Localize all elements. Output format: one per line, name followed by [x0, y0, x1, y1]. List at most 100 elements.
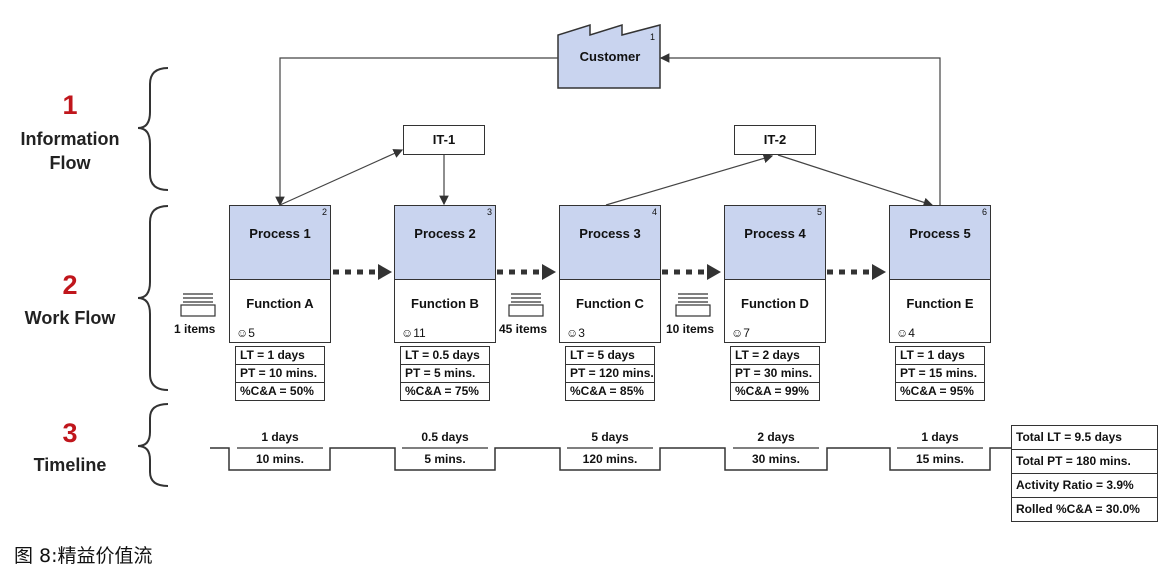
section-number-3: 3 [62, 418, 78, 448]
section-label-work-flow: Work Flow [24, 308, 116, 328]
section-label-information-flow: Information Flow [5, 127, 135, 175]
process-metrics-3: LT = 5 days PT = 120 mins. %C&A = 85% [565, 346, 655, 401]
rolled-complete-accurate: Rolled %C&A = 30.0% [1016, 502, 1140, 516]
process1-to-it1-line [279, 149, 404, 206]
process-title: Process 5 [909, 226, 971, 241]
process-function: Function E [906, 296, 974, 311]
section-label-line: Information [20, 129, 120, 149]
process-box-3: Process 3 4 Function C ☺3 [559, 205, 661, 343]
operator-icon: ☺ [236, 326, 249, 340]
timeline-lead-time: 5 days [591, 430, 629, 444]
process-title: Process 3 [579, 226, 641, 241]
it-system-1: IT-1 [403, 125, 485, 155]
process3-to-it2-line [605, 153, 774, 206]
process-box-5: Process 5 6 Function E ☺4 [889, 205, 991, 343]
process-title: Process 1 [249, 226, 311, 241]
operator-icon: ☺ [566, 326, 579, 340]
complete-accurate: %C&A = 99% [735, 384, 809, 398]
total-process-time: Total PT = 180 mins. [1012, 450, 1157, 474]
complete-accurate: %C&A = 75% [405, 384, 479, 398]
lead-time: LT = 2 days [731, 347, 819, 365]
timeline-lead-time: 2 days [757, 430, 795, 444]
process-metrics-5: LT = 1 days PT = 15 mins. %C&A = 95% [895, 346, 985, 401]
customer-to-process1-line [275, 57, 558, 207]
process-time: PT = 10 mins. [236, 365, 324, 383]
process-number: 3 [486, 207, 492, 217]
brace-workflow [137, 205, 169, 391]
push-arrow-2 [497, 264, 556, 280]
process-time: PT = 5 mins. [401, 365, 489, 383]
timeline-lead-time: 1 days [261, 430, 299, 444]
operator-count-value: 5 [248, 326, 255, 340]
operator-icon: ☺ [401, 326, 414, 340]
process-title: Process 4 [744, 226, 806, 241]
inventory-label-1: 1 items [174, 322, 216, 336]
process-header [890, 206, 990, 280]
operator-count-value: 7 [743, 326, 750, 340]
operator-count: ☺3 [566, 326, 585, 340]
process-metrics-1: LT = 1 days PT = 10 mins. %C&A = 50% [235, 346, 325, 401]
process-metrics-2: LT = 0.5 days PT = 5 mins. %C&A = 75% [400, 346, 490, 401]
figure-caption: 图 8:精益价值流 [14, 545, 153, 567]
customer-label: Customer [579, 49, 641, 64]
lead-time: LT = 1 days [236, 347, 324, 365]
process-function: Function D [741, 296, 809, 311]
process-header [725, 206, 825, 280]
process-function: Function B [411, 296, 479, 311]
push-arrow-4 [827, 264, 886, 280]
inventory-icon-3 [675, 293, 711, 317]
inventory-icon-2 [508, 293, 544, 317]
process-metrics-4: LT = 2 days PT = 30 mins. %C&A = 99% [730, 346, 820, 401]
process5-to-customer-line [659, 53, 941, 205]
process-header [230, 206, 330, 280]
operator-count-value: 4 [908, 326, 915, 340]
process-box-1: Process 1 2 Function A ☺5 [229, 205, 331, 343]
inventory-label-2: 45 items [499, 322, 548, 336]
timeline-process-time: 15 mins. [915, 452, 965, 466]
timeline-process-time: 30 mins. [751, 452, 801, 466]
process-time: PT = 30 mins. [731, 365, 819, 383]
timeline-lead-time: 1 days [921, 430, 959, 444]
section-label-line: Flow [49, 153, 91, 173]
operator-count-value: 11 [413, 326, 426, 340]
process-title: Process 2 [414, 226, 476, 241]
process-time: PT = 15 mins. [896, 365, 984, 383]
push-arrow-1 [333, 264, 392, 280]
operator-count: ☺5 [236, 326, 255, 340]
timeline-process-time: 10 mins. [255, 452, 305, 466]
timeline-process-time: 120 mins. [582, 452, 638, 466]
process-number: 4 [651, 207, 657, 217]
process-number: 2 [321, 207, 327, 217]
timeline-lead-time: 0.5 days [421, 430, 469, 444]
process-time: PT = 120 mins. [566, 365, 654, 383]
section-label-timeline: Timeline [33, 455, 107, 475]
complete-accurate: %C&A = 50% [240, 384, 314, 398]
operator-icon: ☺ [896, 326, 909, 340]
it-system-2: IT-2 [734, 125, 816, 155]
process-box-2: Process 2 3 Function B ☺11 [394, 205, 496, 343]
customer-number: 1 [650, 32, 656, 42]
timeline-process-time: 5 mins. [424, 452, 466, 466]
brace-timeline [137, 403, 169, 487]
lead-time: LT = 1 days [896, 347, 984, 365]
process-function: Function C [576, 296, 644, 311]
process-function: Function A [246, 296, 314, 311]
complete-accurate: %C&A = 85% [570, 384, 644, 398]
operator-count: ☺7 [731, 326, 750, 340]
lead-time: LT = 5 days [566, 347, 654, 365]
process-number: 6 [981, 207, 987, 217]
process-header [395, 206, 495, 280]
timeline-ladder [210, 447, 1011, 471]
lead-time: LT = 0.5 days [401, 347, 489, 365]
inventory-icon-1 [180, 293, 216, 317]
inventory-label-3: 10 items [666, 322, 715, 336]
activity-ratio: Activity Ratio = 3.9% [1012, 474, 1157, 498]
process-box-4: Process 4 5 Function D ☺7 [724, 205, 826, 343]
section-number-2: 2 [62, 270, 78, 300]
operator-icon: ☺ [731, 326, 744, 340]
operator-count-value: 3 [578, 326, 585, 340]
operator-count: ☺4 [896, 326, 915, 340]
customer-factory-shape [557, 23, 661, 89]
